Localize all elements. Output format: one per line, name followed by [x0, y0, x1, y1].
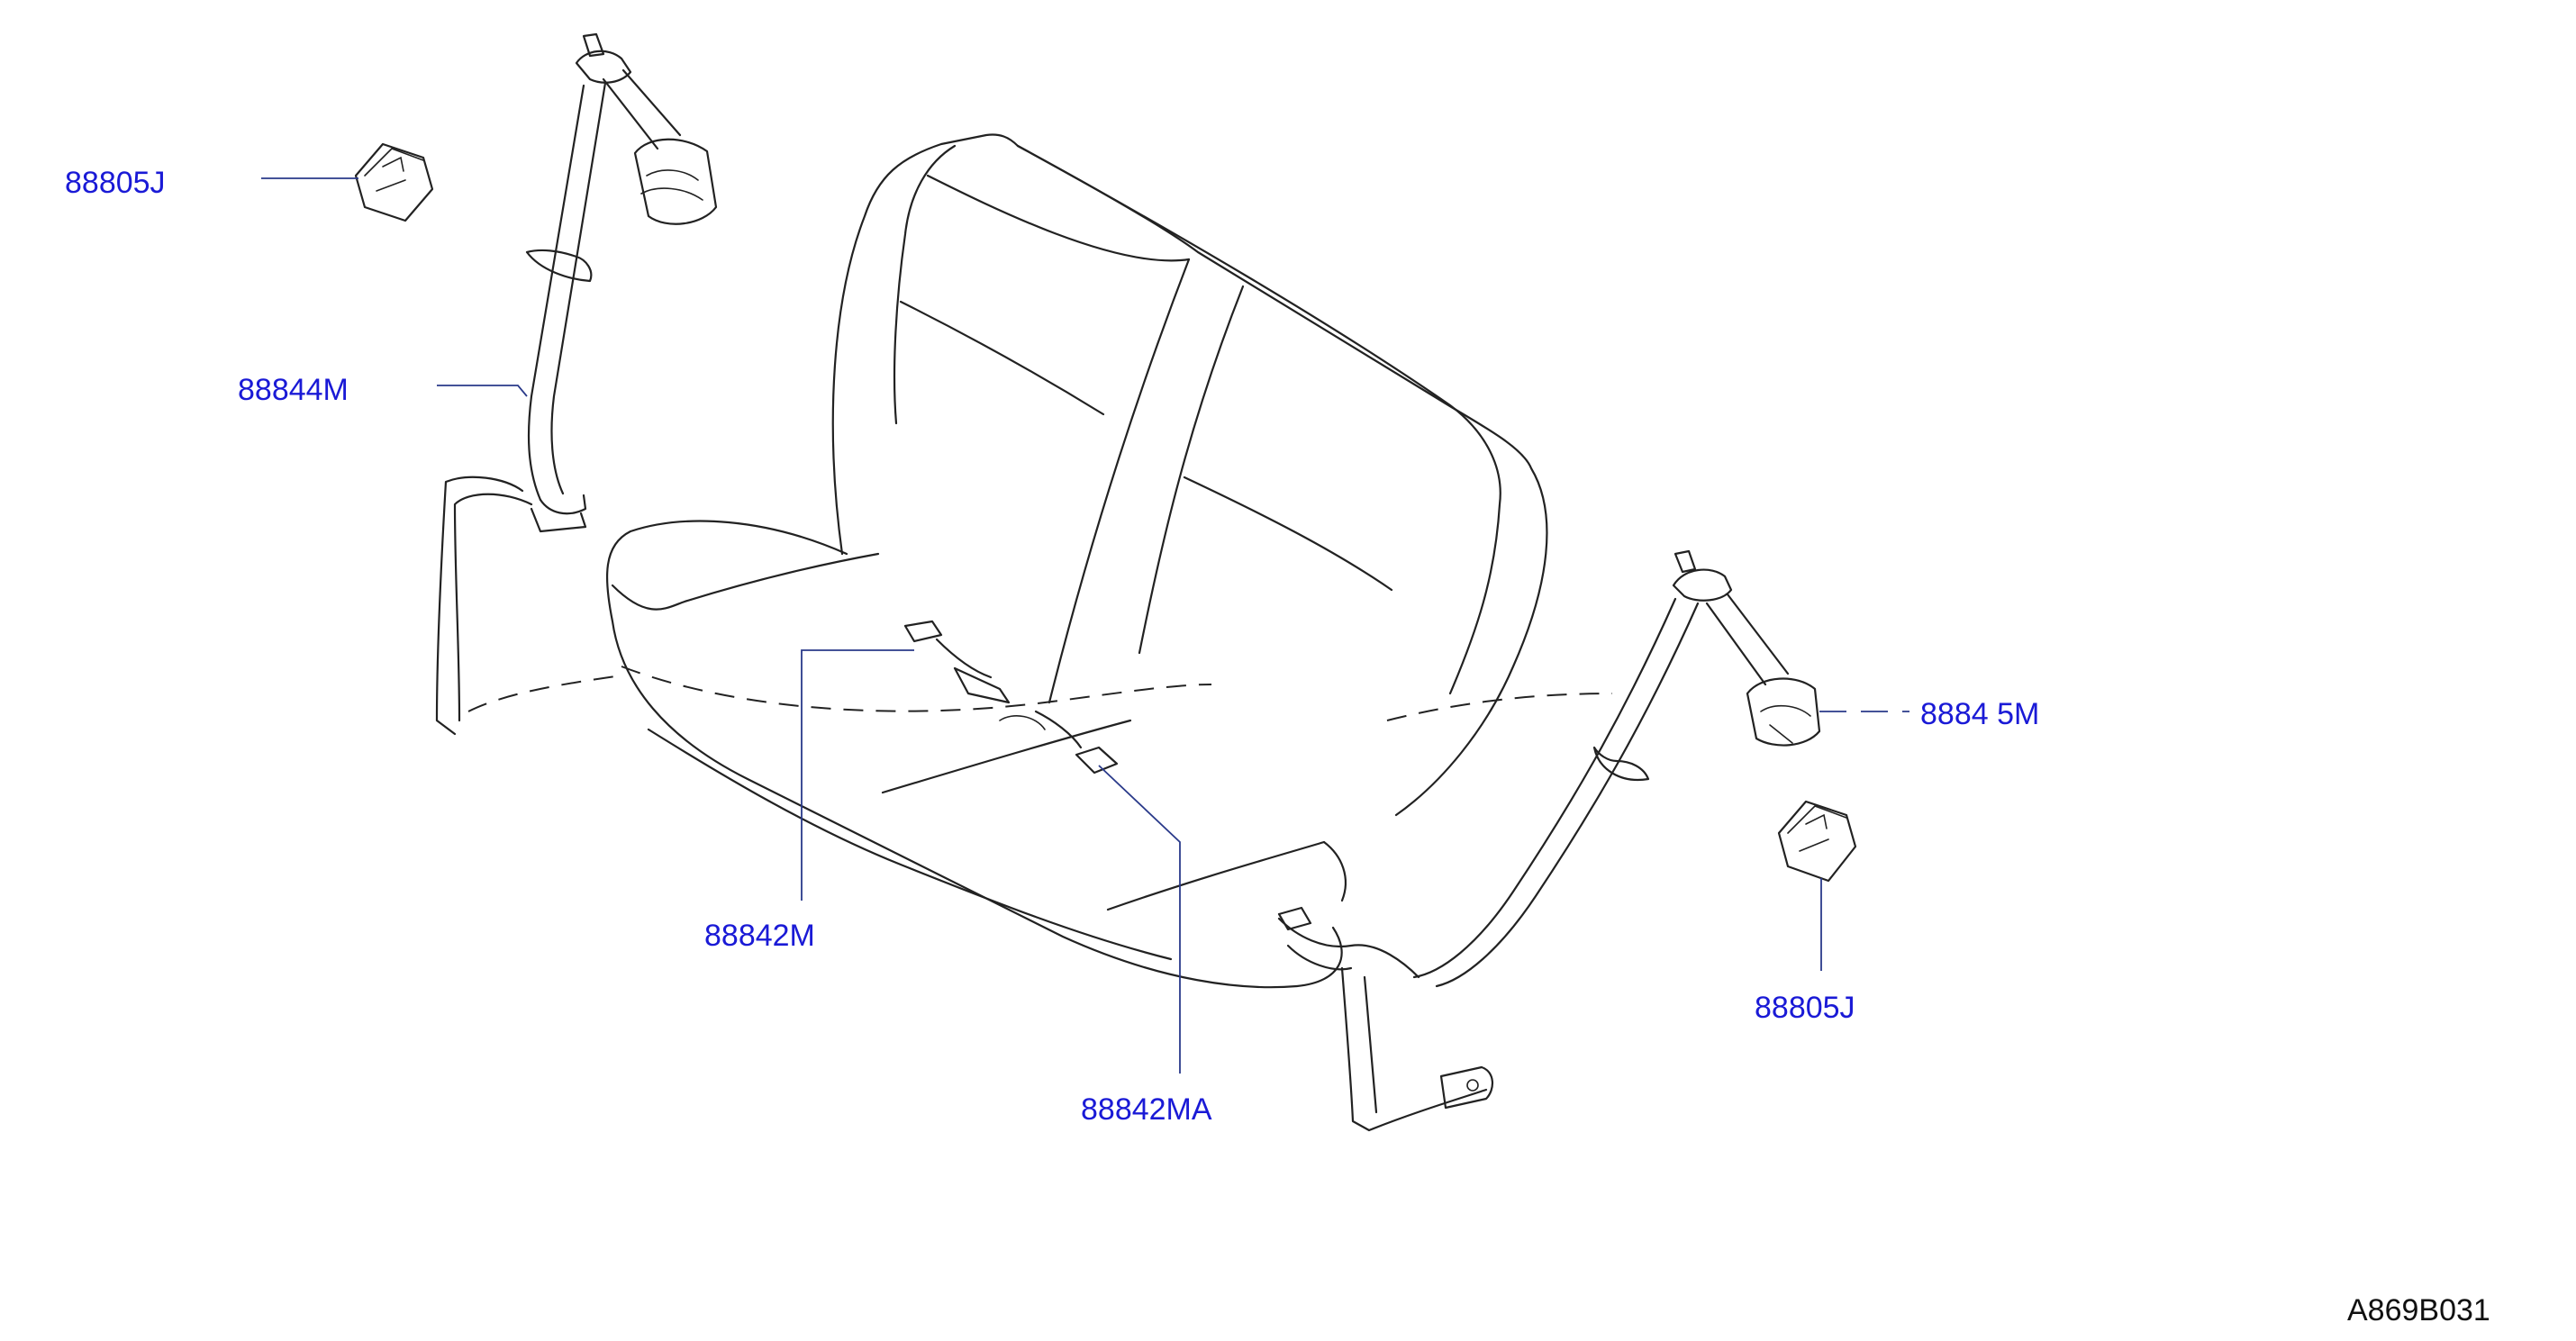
label-belt-left-outer: 88844M: [238, 373, 349, 407]
leader-lines: [261, 177, 1909, 1074]
label-retainer-left: 88805J: [65, 166, 166, 200]
left-seat-belt-drawing: [435, 32, 718, 736]
retainer-left-drawing: [354, 142, 434, 222]
label-belt-right-outer: 8884 5M: [1920, 697, 2040, 731]
label-retainer-right: 88805J: [1755, 991, 1855, 1025]
retainer-right-drawing: [1777, 800, 1857, 883]
leader-buckle-right: [1098, 765, 1181, 1074]
center-buckles-drawing: [903, 620, 1119, 775]
right-seat-belt-drawing: [1277, 549, 1821, 1132]
rear-seat-drawing: [467, 133, 1613, 989]
label-buckle-right: 88842MA: [1081, 1092, 1212, 1127]
leader-belt-left: [437, 385, 528, 397]
leader-buckle-left: [801, 649, 914, 901]
label-buckle-left: 88842M: [704, 919, 815, 953]
diagram-reference-code: A869B031: [2347, 1293, 2490, 1327]
